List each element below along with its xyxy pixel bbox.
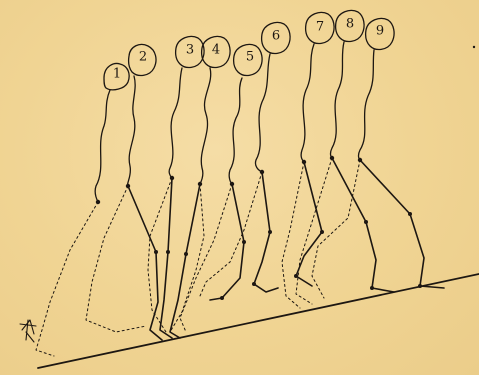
figure-8-label: 8 (346, 17, 354, 32)
ground-line (38, 274, 479, 368)
figure-8-leg-back (296, 158, 332, 304)
figure-8-leg-front (332, 158, 394, 292)
figure-2-label: 2 (139, 50, 147, 65)
figure-8: 8 (296, 10, 394, 304)
figure-5-leg-front (210, 184, 244, 300)
figure-3-body (169, 68, 182, 178)
figure-9-body (359, 50, 375, 160)
figure-5-leg-back (180, 184, 232, 332)
figure-2-leg-front (128, 186, 162, 340)
figure-3-label: 3 (186, 43, 194, 58)
figure-7: 7 (282, 12, 334, 308)
figure-9-leg-front (360, 160, 444, 288)
figure-9-label: 9 (376, 24, 384, 39)
figure-1-body (95, 90, 110, 202)
figure-6-leg-front (254, 172, 278, 292)
figure-5-body (229, 78, 242, 184)
figure-6-label: 6 (272, 29, 280, 44)
figure-7-label: 7 (316, 20, 324, 35)
figure-6-leg-back (200, 172, 262, 296)
joint-dots (154, 212, 422, 300)
figure-7-leg-front (296, 162, 322, 286)
figure-3-leg-front (160, 178, 172, 338)
figure-5-label: 5 (246, 50, 254, 65)
figure-3: 3 (148, 36, 204, 338)
figure-4-leg-front (170, 184, 200, 338)
figure-5: 5 (180, 44, 262, 332)
figure-4: 4 (170, 36, 230, 338)
figure-4-body (200, 68, 211, 184)
figure-7-body (301, 44, 314, 162)
figure-1-leg (36, 202, 98, 356)
figure-4-label: 4 (212, 43, 220, 58)
figure-1: 1 (36, 64, 129, 356)
figure-2-body (128, 76, 136, 186)
figure-7-leg-back (282, 162, 304, 308)
signature-monogram (20, 320, 36, 342)
paper-speck (473, 46, 475, 48)
figure-8-body (331, 42, 345, 158)
figure-1-label: 1 (113, 67, 121, 82)
figure-9-leg-back (312, 160, 360, 298)
